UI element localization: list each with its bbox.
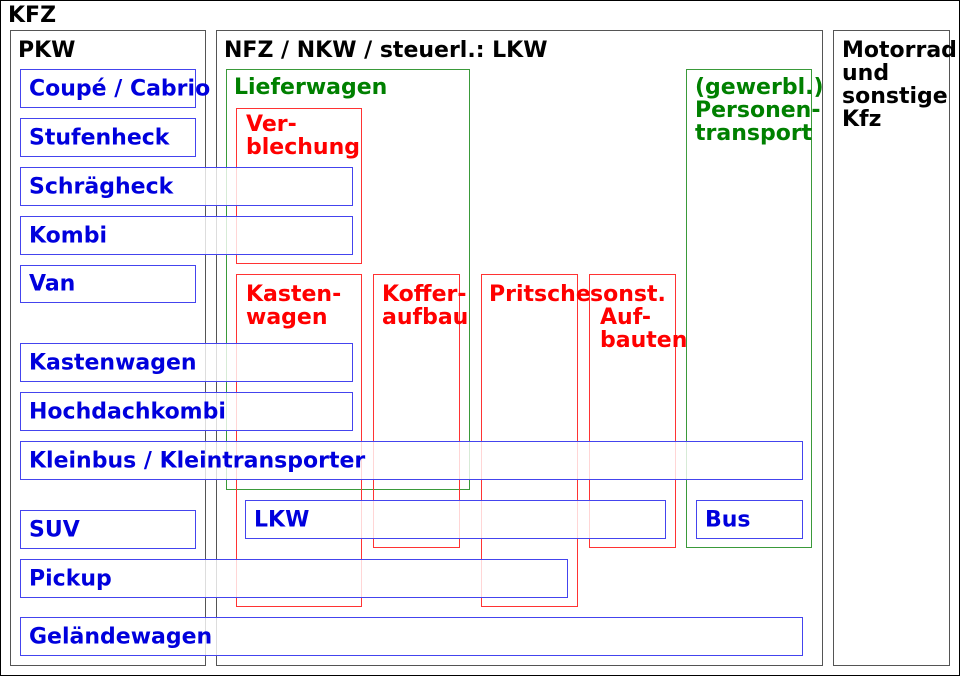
motorrad-label-line: Kfz (842, 107, 882, 132)
type-hochdachkombi: Hochdachkombi (20, 392, 353, 431)
type-gelaendewagen: Geländewagen (20, 617, 803, 656)
lieferwagen-box: Lieferwagen (226, 69, 470, 490)
type-label: Kleinbus / Kleintransporter (29, 448, 366, 473)
type-pickup: Pickup (20, 559, 568, 598)
verblechung-label-line: Ver- (246, 112, 297, 137)
kfz-label: KFZ (8, 3, 57, 28)
type-suv: SUV (20, 510, 196, 549)
type-label: LKW (254, 507, 310, 532)
sonstige-aufbauten-box: sonst. Auf- bauten (589, 274, 687, 548)
kofferaufbau-label-line: Koffer- (382, 282, 467, 307)
motorrad-label-line: und (842, 61, 890, 86)
motorrad-label: Motorrad und sonstige Kfz (842, 39, 957, 131)
sonstige-aufbauten-label-line: Auf- (600, 305, 652, 330)
type-label: Bus (705, 507, 751, 532)
type-label: Van (29, 271, 76, 297)
type-label: Schrägheck (29, 174, 174, 199)
type-label: Hochdachkombi (29, 399, 226, 424)
motorrad-group-box: Motorrad und sonstige Kfz (833, 30, 957, 666)
verblechung-label-line: blechung (246, 135, 360, 160)
kofferaufbau-label: Koffer- aufbau (382, 283, 468, 329)
kastenwagen-body-box: Kasten- wagen (236, 274, 362, 607)
sonstige-aufbauten-label-line: sonst. (590, 282, 666, 307)
kofferaufbau-box: Koffer- aufbau (373, 274, 468, 548)
type-label: Stufenheck (29, 125, 170, 150)
type-kastenwagen: Kastenwagen (20, 343, 353, 382)
sonstige-aufbauten-label-line: bauten (600, 328, 688, 353)
motorrad-label-line: Motorrad (842, 38, 957, 63)
pkw-label: PKW (18, 38, 76, 63)
personentransport-label-line: transport (695, 121, 813, 146)
pritsche-box: Pritsche (481, 274, 591, 607)
pritsche-label: Pritsche (489, 282, 591, 307)
type-label: Coupé / Cabrio (29, 76, 211, 101)
type-kleinbus: Kleinbus / Kleintransporter (20, 441, 803, 480)
type-schraegheck: Schrägheck (20, 167, 353, 206)
lieferwagen-label: Lieferwagen (234, 75, 388, 100)
type-label: Kombi (29, 223, 107, 248)
personentransport-label-line: Personen- (695, 98, 821, 123)
type-bus: Bus (696, 500, 803, 539)
verblechung-label: Ver- blechung (246, 113, 360, 159)
type-label: Geländewagen (29, 624, 213, 649)
type-label: Kastenwagen (29, 350, 197, 375)
personentransport-label: (gewerbl.) Personen- transport (695, 76, 824, 145)
personentransport-label-line: (gewerbl.) (695, 75, 824, 100)
kastenwagen-body-label-line: wagen (246, 305, 328, 330)
kofferaufbau-label-line: aufbau (382, 305, 469, 330)
type-stufenheck: Stufenheck (20, 118, 196, 157)
type-van: Van (20, 265, 196, 303)
type-coupe-cabrio: Coupé / Cabrio (20, 69, 210, 108)
kastenwagen-body-label: Kasten- wagen (246, 283, 341, 329)
kastenwagen-body-label-line: Kasten- (246, 282, 342, 307)
personentransport-box: (gewerbl.) Personen- transport (686, 69, 824, 548)
type-label: Pickup (29, 566, 112, 591)
sonstige-aufbauten-label: sonst. Auf- bauten (590, 283, 687, 352)
verblechung-box: Ver- blechung (236, 108, 362, 264)
motorrad-label-line: sonstige (842, 84, 948, 109)
type-lkw: LKW (245, 500, 666, 539)
type-kombi: Kombi (20, 216, 353, 255)
type-label: SUV (29, 517, 80, 542)
nfz-label: NFZ / NKW / steuerl.: LKW (224, 38, 548, 63)
